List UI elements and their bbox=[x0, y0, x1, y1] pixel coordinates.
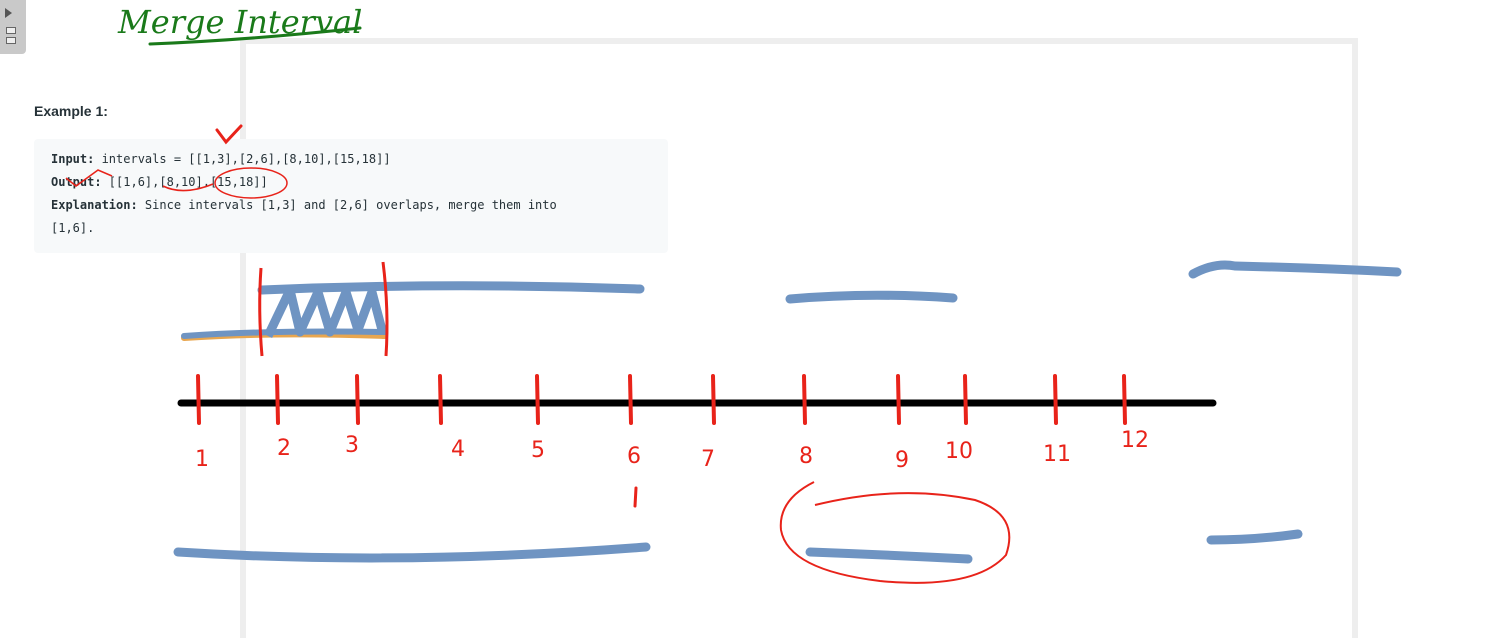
input-label: Input: bbox=[51, 152, 95, 166]
tick-mark bbox=[1053, 374, 1058, 425]
tick-label: 1 bbox=[195, 447, 209, 472]
tick-label: 7 bbox=[701, 447, 715, 472]
explanation-line-2: [1,6]. bbox=[51, 221, 95, 235]
input-value: intervals = [[1,3],[2,6],[8,10],[15,18]] bbox=[94, 152, 391, 166]
tick-mark bbox=[1122, 374, 1127, 425]
interval-stroke bbox=[805, 547, 973, 564]
tick-mark bbox=[633, 486, 638, 508]
checkmark-icon bbox=[215, 124, 243, 145]
tick-label: 9 bbox=[895, 448, 909, 473]
number-line-ticks bbox=[196, 374, 1127, 425]
overlap-hatch bbox=[263, 285, 387, 338]
tick-mark bbox=[438, 374, 443, 425]
tick-mark bbox=[802, 374, 807, 425]
title-underline bbox=[148, 26, 362, 46]
tick-mark bbox=[896, 374, 901, 425]
output-value: [[1,6],[8,10],[15,18]] bbox=[101, 175, 268, 189]
play-arrow-icon[interactable] bbox=[5, 8, 12, 18]
tick-mark bbox=[711, 374, 716, 425]
explanation-text: Since intervals [1,3] and [2,6] overlaps… bbox=[137, 198, 557, 212]
output-label: Output: bbox=[51, 175, 102, 189]
tick-label: 12 bbox=[1121, 428, 1149, 453]
explanation-label: Explanation: bbox=[51, 198, 138, 212]
input-line: Input: intervals = [[1,3],[2,6],[8,10],[… bbox=[51, 152, 391, 166]
interval-stroke bbox=[1188, 260, 1402, 279]
underline-mark bbox=[162, 183, 214, 192]
tick-mark bbox=[535, 374, 540, 425]
bracket-mark bbox=[258, 267, 264, 357]
tick-mark bbox=[963, 374, 968, 425]
example-code-block: Input: intervals = [[1,3],[2,6],[8,10],[… bbox=[34, 139, 668, 253]
circle-mark bbox=[779, 481, 1011, 584]
interval-stroke bbox=[785, 290, 958, 304]
tick-label: 4 bbox=[451, 437, 465, 462]
circle-mark bbox=[214, 167, 288, 199]
tick-mark bbox=[628, 374, 633, 425]
tick-label: 5 bbox=[531, 438, 545, 463]
side-panel-toggle[interactable] bbox=[0, 0, 26, 54]
interval-stroke bbox=[257, 281, 645, 295]
checkmark-icon bbox=[65, 169, 113, 188]
tick-label: 6 bbox=[627, 444, 641, 469]
tick-label: 10 bbox=[945, 439, 973, 464]
interval-stroke bbox=[173, 542, 651, 563]
tick-mark bbox=[355, 374, 360, 425]
tick-mark bbox=[196, 374, 201, 425]
interval-stroke bbox=[1206, 529, 1303, 545]
title-text: Merge Interval bbox=[117, 3, 362, 41]
tick-label: 3 bbox=[345, 433, 359, 458]
explanation-line: Explanation: Since intervals [1,3] and [… bbox=[51, 198, 557, 212]
tick-label: 2 bbox=[277, 436, 291, 461]
panel-handle-icon bbox=[6, 27, 16, 47]
output-line: Output: [[1,6],[8,10],[15,18]] bbox=[51, 175, 268, 189]
tick-label: 8 bbox=[799, 444, 813, 469]
tick-mark bbox=[275, 374, 280, 425]
bracket-mark bbox=[381, 261, 389, 357]
tick-label: 11 bbox=[1043, 442, 1071, 467]
example-heading: Example 1: bbox=[34, 103, 108, 119]
